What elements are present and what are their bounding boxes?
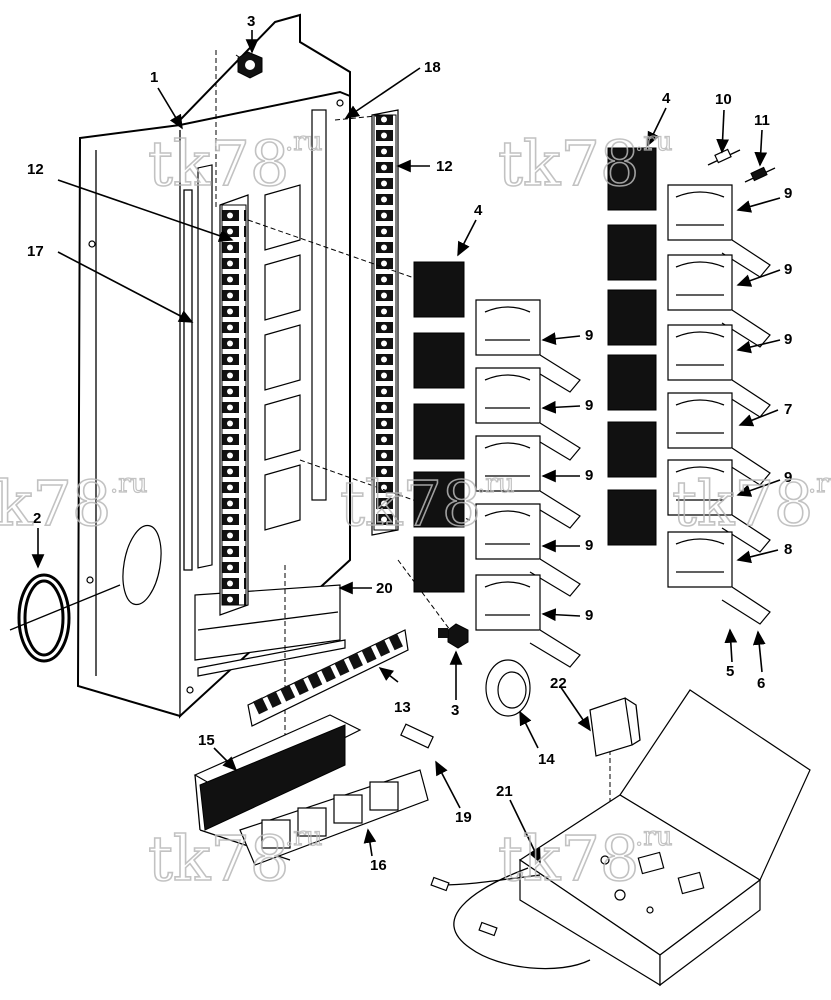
callout-17: 17 xyxy=(27,243,44,260)
callout-16: 16 xyxy=(370,857,387,874)
panel-windows xyxy=(264,184,301,531)
main-panel xyxy=(76,13,351,719)
callout-12-left: 12 xyxy=(27,161,44,178)
watermark: tk78 .ru xyxy=(497,821,673,896)
sockets-column-b xyxy=(607,147,657,546)
watermark: tk78 .ru xyxy=(497,126,673,201)
callout-14: 14 xyxy=(538,751,555,768)
callout-labels: 1 2 3 3 4 4 5 6 7 8 9 9 9 9 9 9 9 9 9 9 … xyxy=(27,13,792,874)
callout-7: 7 xyxy=(784,401,792,418)
callout-12-right: 12 xyxy=(436,158,453,175)
watermarks: tk78 .ru tk78 .ru tk78 .ru tk78 .ru tk78… xyxy=(0,126,831,896)
callout-9: 9 xyxy=(585,327,593,344)
svg-text:tk78: tk78 xyxy=(672,467,813,540)
callout-8: 8 xyxy=(784,541,792,558)
diode-11 xyxy=(744,166,776,183)
diode-10 xyxy=(707,148,741,166)
terminal-strip-left xyxy=(219,194,249,616)
callout-9: 9 xyxy=(784,469,792,486)
leader-lines xyxy=(31,30,781,864)
callout-5: 5 xyxy=(726,663,734,680)
callout-1: 1 xyxy=(150,69,158,86)
callout-22: 22 xyxy=(550,675,567,692)
watermark: tk78 .ru xyxy=(147,821,323,896)
callout-6: 6 xyxy=(757,675,765,692)
relays-column-b xyxy=(667,184,771,625)
callout-15: 15 xyxy=(198,732,215,749)
terminal-block-13 xyxy=(247,629,409,727)
svg-text:tk78: tk78 xyxy=(340,467,481,540)
callout-19: 19 xyxy=(455,809,472,826)
svg-text:.ru: .ru xyxy=(285,127,322,157)
svg-text:.ru: .ru xyxy=(285,822,322,852)
callout-4-left: 4 xyxy=(474,202,483,219)
watermark: tk78 .ru xyxy=(671,466,831,541)
callout-9: 9 xyxy=(585,467,593,484)
svg-text:.ru: .ru xyxy=(635,822,672,852)
callout-9: 9 xyxy=(784,185,792,202)
callout-9: 9 xyxy=(585,537,593,554)
relay-module-15 xyxy=(193,714,362,861)
relay-22 xyxy=(589,697,641,757)
screw-bottom xyxy=(438,623,469,649)
watermark: tk78 .ru xyxy=(339,466,515,541)
callout-9: 9 xyxy=(784,331,792,348)
screw-top xyxy=(237,51,263,79)
callout-4-right: 4 xyxy=(662,90,671,107)
callout-20: 20 xyxy=(376,580,393,597)
callout-18: 18 xyxy=(424,59,441,76)
relays-column-a xyxy=(475,299,581,668)
svg-text:tk78: tk78 xyxy=(498,822,639,895)
terminal-strip-right xyxy=(371,109,399,536)
callout-2: 2 xyxy=(33,510,41,527)
svg-text:tk78: tk78 xyxy=(0,467,111,540)
callout-3-top: 3 xyxy=(247,13,255,30)
svg-text:.ru: .ru xyxy=(808,469,831,499)
standoff-19 xyxy=(400,723,434,749)
callout-13: 13 xyxy=(394,699,411,716)
svg-text:tk78: tk78 xyxy=(148,822,289,895)
callout-9: 9 xyxy=(784,261,792,278)
control-box-21 xyxy=(430,689,811,987)
svg-text:tk78: tk78 xyxy=(148,127,289,200)
relay-strip-16 xyxy=(239,769,429,866)
grommet xyxy=(9,573,121,663)
svg-text:.ru: .ru xyxy=(477,469,514,499)
callout-11: 11 xyxy=(754,112,770,129)
svg-text:.ru: .ru xyxy=(110,469,147,499)
callout-3-bottom: 3 xyxy=(451,702,459,719)
watermark: tk78 .ru xyxy=(147,126,323,201)
callout-9: 9 xyxy=(585,607,593,624)
sockets-column-a xyxy=(413,261,465,593)
buzzer-14 xyxy=(485,659,531,717)
watermark: tk78 .ru xyxy=(0,466,148,541)
callout-10: 10 xyxy=(715,91,732,108)
callout-9: 9 xyxy=(585,397,593,414)
callout-21: 21 xyxy=(496,783,513,800)
svg-text:.ru: .ru xyxy=(635,127,672,157)
svg-text:tk78: tk78 xyxy=(498,127,639,200)
